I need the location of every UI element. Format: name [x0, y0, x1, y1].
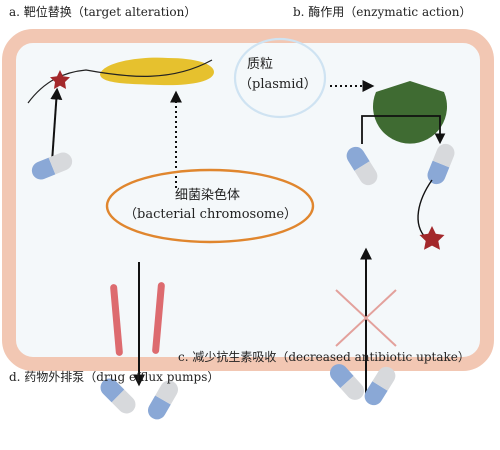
chromosome-ring	[105, 168, 315, 244]
label-enzymatic-action: b. 酶作用（enzymatic action）	[293, 5, 472, 19]
pump-icon	[152, 282, 165, 354]
capsule-icon	[346, 146, 378, 186]
label-plasmid-en: （plasmid）	[239, 77, 317, 92]
cross-icon	[335, 289, 397, 347]
star-icon	[419, 226, 445, 250]
antibiotic-approach-path	[27, 59, 213, 104]
capsule-to-target-arrow	[50, 87, 63, 163]
capsule-icon	[148, 380, 178, 420]
star-icon	[50, 70, 70, 89]
enzyme-icon	[373, 81, 447, 144]
target-protein	[100, 57, 214, 86]
bacterial-cell	[2, 29, 494, 371]
capsule-icon	[427, 143, 455, 185]
label-chromosome-cn: 细菌染色体	[175, 188, 241, 203]
capsule-icon	[329, 364, 365, 400]
enzyme-routing-line	[361, 115, 446, 145]
capsule-icon	[100, 378, 136, 414]
pump-icon	[110, 284, 123, 356]
label-plasmid-cn: 质粒	[247, 57, 274, 72]
capsule-icon	[364, 366, 396, 406]
label-chromosome-en: （bacterial chromosome）	[124, 207, 298, 222]
label-efflux-pumps: d. 药物外排泵（drug efflux pumps）	[9, 370, 220, 384]
label-target-alteration: a. 靶位替换（target alteration）	[9, 5, 197, 19]
label-decreased-uptake: c. 减少抗生素吸收（decreased antibiotic uptake）	[178, 350, 470, 364]
plasmid-ring	[233, 37, 327, 119]
capsule-icon	[31, 152, 73, 180]
inactivation-path	[417, 179, 433, 239]
